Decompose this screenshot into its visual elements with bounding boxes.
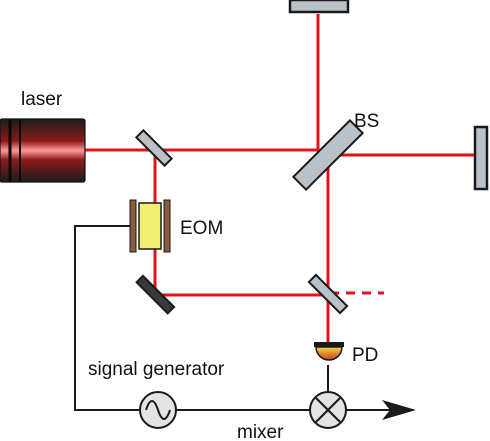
pd-label: PD: [352, 345, 378, 366]
mixer-label: mixer: [237, 422, 284, 441]
laser-label: laser: [21, 89, 63, 110]
cross-circle-icon: [315, 397, 341, 423]
eom-plate-left: [129, 199, 137, 253]
signal-generator-label: signal generator: [88, 359, 225, 380]
top-mirror: [288, 0, 350, 14]
photodiode-body: [315, 346, 343, 361]
eom-label: EOM: [180, 218, 223, 239]
lower-beam-splitter: [307, 273, 349, 315]
lower-left-mirror: [135, 274, 176, 315]
photodiode-window: [314, 342, 344, 347]
pickoff-mirror: [134, 128, 174, 168]
beam-splitter: [291, 118, 365, 192]
wire-eom-to-generator: [74, 225, 140, 411]
eom-modulator: [129, 199, 171, 253]
arrow-right-icon: [382, 400, 416, 420]
laser-beams: [85, 14, 474, 342]
signal-generator: [139, 391, 177, 429]
eom-crystal: [138, 202, 162, 250]
electrical-wires: [74, 225, 416, 420]
eom-plate-right: [163, 199, 171, 253]
bs-label: BS: [354, 111, 379, 132]
sine-wave-icon: [145, 400, 171, 420]
right-mirror: [473, 125, 489, 191]
laser-source: [0, 118, 86, 183]
laser-body: [0, 118, 86, 183]
photodiode: [314, 342, 344, 361]
mixer: [309, 391, 347, 429]
